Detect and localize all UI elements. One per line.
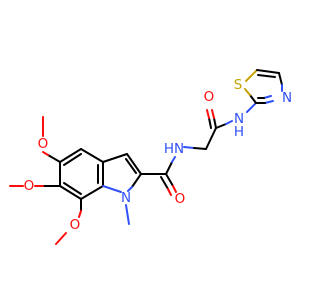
bond-c6-c7-inner [63, 182, 82, 195]
bond-nh-carbonyl2 [225, 120, 233, 125]
bond-c3-c2-inner [125, 158, 137, 174]
methoxy-oxygen-5: O [38, 136, 49, 152]
bond-thiazole-c5-c4-inner [257, 74, 276, 78]
bond-c2-n1 [131, 173, 142, 188]
methoxy-oxygen-7: O [70, 217, 81, 233]
indole-nitrogen: N [121, 190, 131, 206]
bond-n1-c2 [127, 186, 133, 192]
bond-thiazole-c2-s [249, 94, 257, 104]
bond-nh-carbonyl [171, 156, 176, 163]
bond-c3a-c4 [80, 148, 104, 163]
bond-n1-methyl [125, 204, 130, 225]
bond-carbonyl-o-double-red [167, 188, 172, 196]
amide-nitrogen: N [174, 141, 184, 157]
bond-carbonyl2-o-red [211, 109, 215, 119]
bond-thiazole-c5-c4 [256, 69, 280, 74]
amide-oxygen-1: O [175, 191, 186, 207]
bond-c5-o5 [47, 154, 61, 163]
bond-s-thiazole-c2 [244, 88, 251, 96]
bond-carbonyl-nh [165, 161, 173, 175]
bond-s-thiazole-c5 [245, 69, 258, 82]
bond-carbonyl-o-double [160, 176, 169, 190]
bond-nh-ch2 [183, 146, 195, 149]
bond-nh-thiazole [246, 102, 257, 113]
amide-oxygen-2: O [204, 89, 215, 105]
thiazolyl-amide-nitrogen: N [234, 111, 244, 127]
bond-n1-c7a [102, 185, 122, 193]
bond-carbonyl2-o-double-red [206, 109, 210, 119]
bond-c6-c7 [59, 185, 82, 200]
bond-thiazole-c4-n [278, 72, 283, 86]
methoxy-oxygen-6: O [24, 178, 35, 194]
bond-c7-c7a [80, 185, 104, 200]
bond-o7-methyl [55, 232, 67, 245]
bond-n-thiazole-c2 [264, 100, 274, 104]
thiazole-sulfur: S [234, 77, 243, 93]
bond-c4-c5 [59, 148, 82, 163]
bond-ch2-carbonyl2 [205, 127, 217, 150]
atom-label-layer: O N H O N H S N O O O N [24, 77, 292, 233]
bond-c4-c5-inner [63, 153, 82, 166]
bond-c3a-c3 [102, 153, 128, 163]
bond-n-thiazole-c2-inner [263, 95, 272, 99]
bond-carbonyl2-nh [215, 123, 227, 129]
amide-hydrogen: H [164, 141, 174, 157]
thiazole-nitrogen: N [282, 90, 292, 106]
bond-carbonyl-o [165, 173, 174, 187]
bond-ch2 [193, 147, 207, 150]
bond-carbonyl2-o [213, 117, 217, 129]
bond-carbonyl-o-red [172, 185, 177, 193]
thiazolyl-amide-hydrogen: H [234, 124, 244, 140]
bond-c3-c2 [126, 153, 142, 175]
bond-layer [9, 69, 283, 245]
bond-o7-c7 [78, 210, 82, 218]
molecular-structure: O N H O N H S N O O O N [9, 69, 292, 245]
bond-o5-c5 [42, 151, 49, 156]
bond-carbonyl2-o-double [208, 117, 212, 129]
